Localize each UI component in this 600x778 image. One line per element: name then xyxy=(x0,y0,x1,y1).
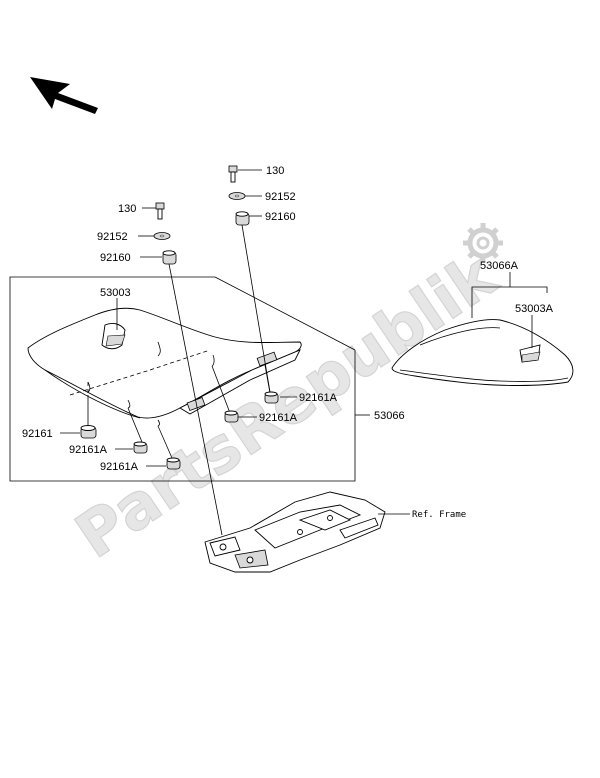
washer-92152-right xyxy=(228,192,246,200)
bolt-130-right xyxy=(228,165,238,183)
damper-92161a-middle xyxy=(224,410,239,423)
label-92161a-3: 92161A xyxy=(259,412,298,424)
damper-92161a-bottom xyxy=(166,457,181,470)
label-53003: 53003 xyxy=(100,287,131,299)
pillion-cover-part xyxy=(391,272,574,387)
label-92160-left: 92160 xyxy=(100,252,131,264)
label-ref-frame: Ref. Frame xyxy=(412,510,466,520)
dampers xyxy=(80,391,279,470)
label-53003a: 53003A xyxy=(515,303,554,315)
label-53066a: 53066A xyxy=(480,260,519,272)
rear-frame-part xyxy=(204,491,410,573)
label-92161a-2: 92161A xyxy=(100,461,139,473)
label-92161a-1: 92161A xyxy=(69,444,108,456)
gear-icon xyxy=(463,223,503,263)
bolt-130-left xyxy=(155,202,165,220)
seat-assembly-frame xyxy=(9,276,370,482)
label-53066: 53066 xyxy=(374,410,405,422)
label-130-right: 130 xyxy=(266,165,284,177)
right-fastener-stack xyxy=(228,165,271,393)
damper-92161a-lower-left xyxy=(133,441,148,454)
left-fastener-stack xyxy=(138,202,223,536)
damper-92160-left xyxy=(162,250,177,265)
label-130-left: 130 xyxy=(118,203,136,215)
damper-92160-right xyxy=(235,211,250,226)
front-direction-arrow-icon xyxy=(30,77,98,114)
damper-92161 xyxy=(80,425,97,439)
label-92160-right: 92160 xyxy=(265,211,296,223)
washer-92152-left xyxy=(153,232,171,240)
label-92152-left: 92152 xyxy=(97,231,128,243)
label-92161a-4: 92161A xyxy=(299,392,338,404)
label-92161: 92161 xyxy=(22,428,53,440)
part-labels: 130 92152 92160 130 92152 92160 53003 92… xyxy=(22,165,554,520)
rider-seat-part xyxy=(27,307,302,427)
damper-92161a-upper-right xyxy=(264,391,279,404)
label-92152-right: 92152 xyxy=(265,191,296,203)
